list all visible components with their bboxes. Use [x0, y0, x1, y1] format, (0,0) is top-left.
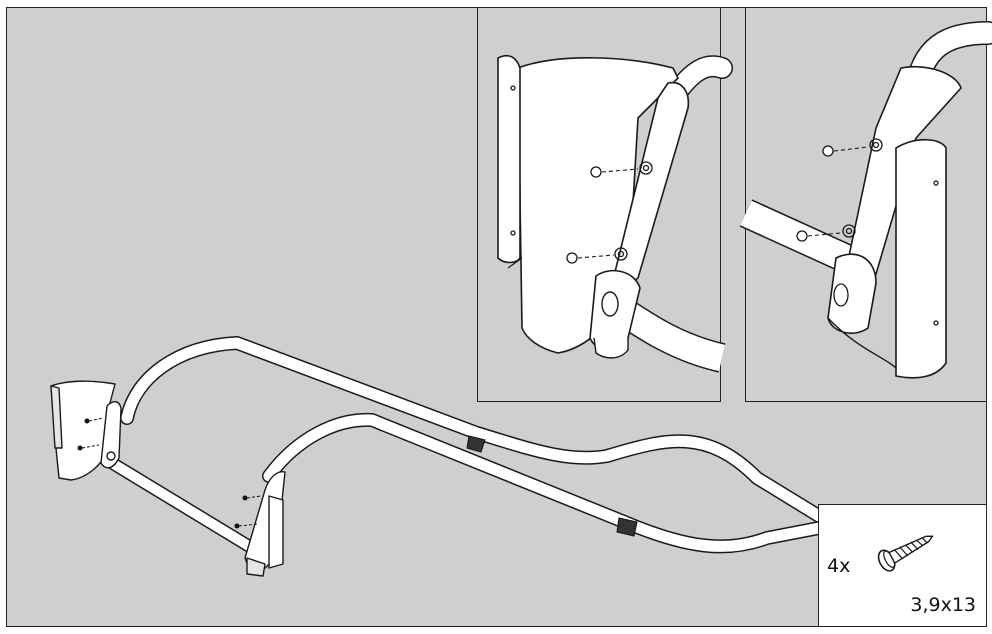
detail-panel-left: [477, 7, 733, 402]
screw-icon: [877, 535, 934, 572]
detail-right-drawing: [739, 21, 992, 379]
side-panel: [895, 138, 947, 379]
screw-markers: [796, 145, 834, 242]
detail-left-drawing: [497, 54, 733, 373]
lower-tube: [262, 412, 826, 554]
detail-panel-right: [739, 7, 992, 402]
left-bracket-assembly: [50, 380, 122, 481]
tube-clip-2: [616, 517, 638, 537]
upper-tube-fill: [121, 337, 825, 522]
hardware-callout: 4x 3,9x13: [818, 504, 987, 627]
tube-clip-1: [466, 435, 486, 453]
screw-size-label: 3,9x13: [910, 594, 976, 616]
middle-bracket-assembly: [244, 471, 286, 577]
frame-overview-drawing: [50, 336, 826, 577]
hinge: [589, 269, 641, 351]
screw-quantity: 4x: [827, 555, 851, 577]
screw-markers: [566, 166, 602, 264]
left-screw-markers: [77, 418, 90, 451]
